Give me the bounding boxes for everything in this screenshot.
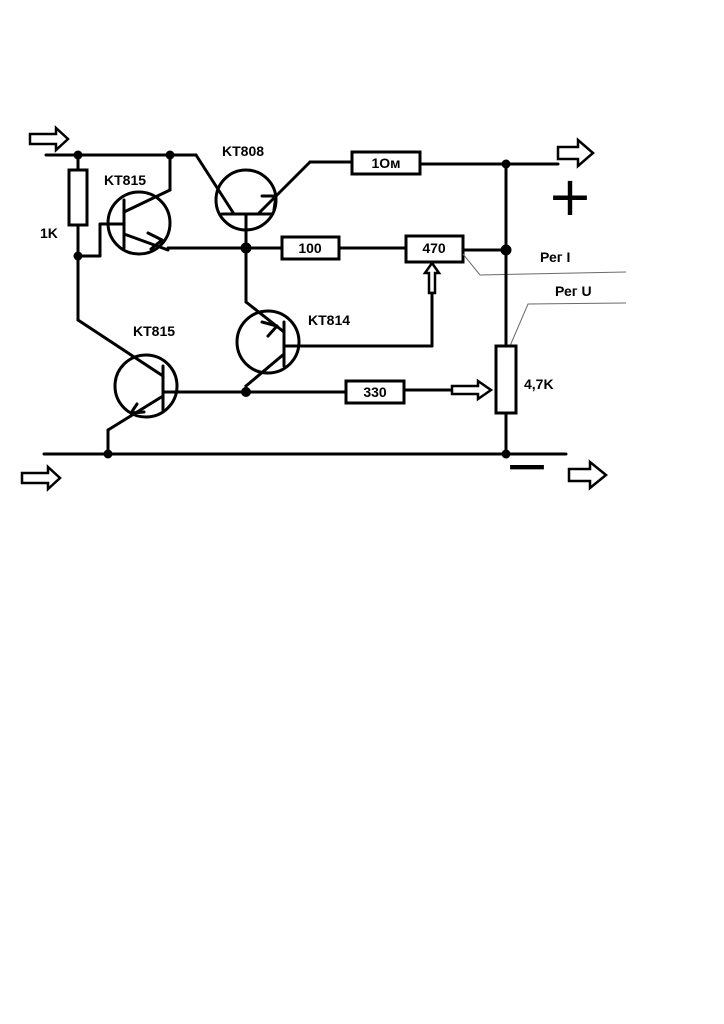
- label-voltage-adj: Рег U: [555, 283, 592, 299]
- resistor-shunt: [350, 150, 422, 176]
- label-q2: KT808: [222, 143, 264, 159]
- label-r-pot: 4,7K: [524, 376, 554, 392]
- input-plus-arrow: [28, 125, 70, 153]
- wiper-arrow-470: [422, 260, 442, 295]
- output-plus-arrow: [556, 137, 595, 169]
- wiper-arrow-pot: [450, 378, 494, 402]
- transistor-q4: [235, 300, 301, 388]
- label-r-470: 470: [422, 240, 446, 256]
- minus-sign: −: [504, 434, 549, 497]
- label-r-shunt: 1Ом: [371, 155, 400, 171]
- label-r-330: 330: [363, 384, 387, 400]
- label-q1: KT815: [104, 172, 146, 188]
- label-q4: KT814: [308, 312, 350, 328]
- resistor-330: [344, 379, 406, 405]
- resistor-1k: [67, 168, 89, 227]
- input-minus-arrow: [20, 464, 62, 492]
- output-minus-arrow: [567, 459, 608, 491]
- transistor-q1: [76, 153, 172, 258]
- plus-sign: +: [547, 165, 592, 228]
- label-r-100: 100: [298, 240, 322, 256]
- label-r-base: 1K: [40, 225, 58, 241]
- resistor-470: [404, 234, 465, 264]
- transistor-q2: [194, 153, 312, 250]
- transistor-q3: [76, 318, 180, 456]
- label-current-adj: Рег I: [540, 249, 570, 265]
- potentiometer-4k7: [494, 344, 518, 415]
- junction-dots: [73, 150, 512, 459]
- label-q3: KT815: [133, 323, 175, 339]
